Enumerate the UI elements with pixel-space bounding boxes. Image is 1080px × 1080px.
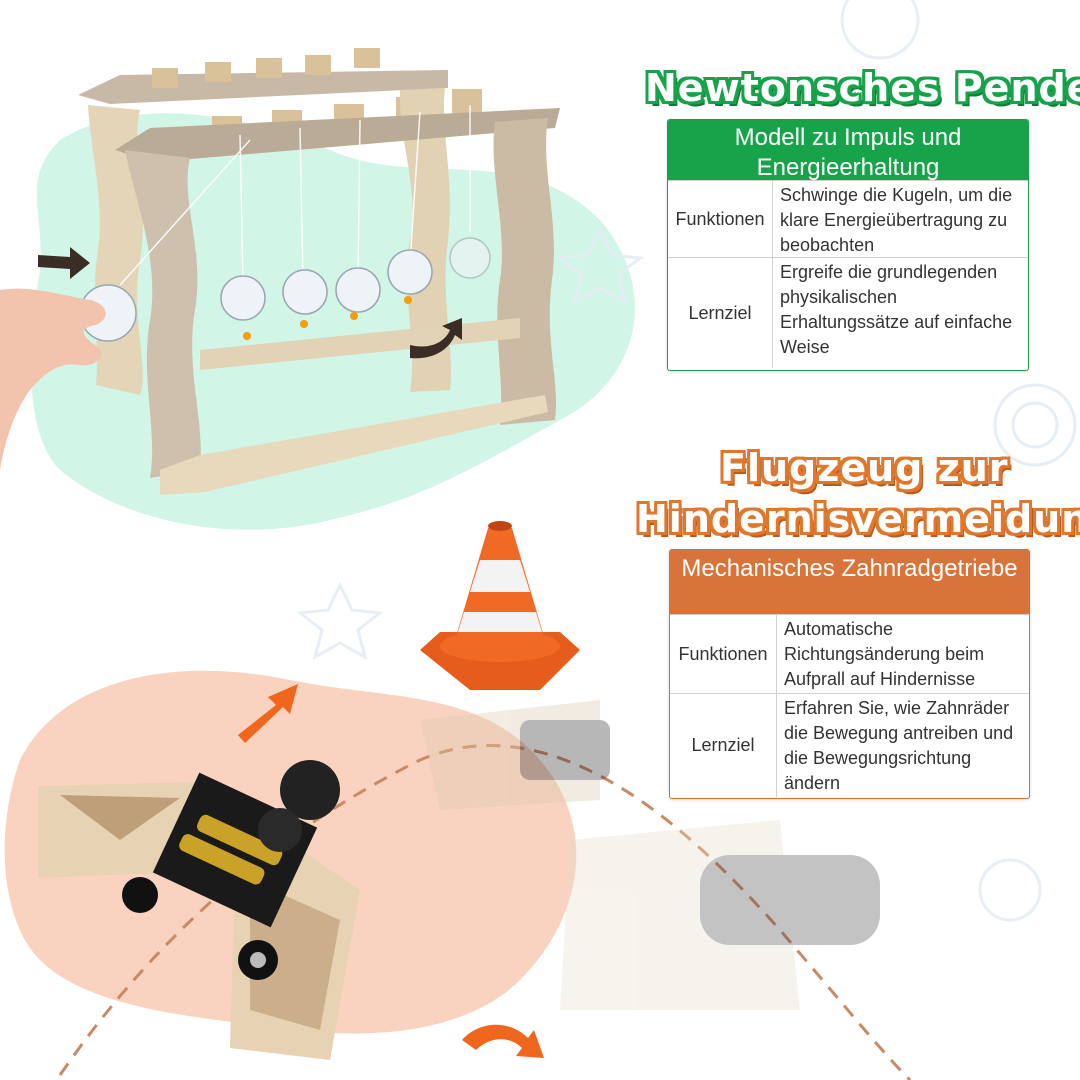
table-header: Mechanisches Zahnradgetriebe <box>670 550 1029 614</box>
arrow-up-right-icon <box>238 684 298 743</box>
arrow-curve-down-icon <box>462 1024 544 1058</box>
info-table-plane: Mechanisches Zahnradgetriebe Funktionen … <box>669 549 1030 799</box>
dashed-trajectory <box>58 744 912 1080</box>
row-label: Lernziel <box>670 694 777 797</box>
table-row: Lernziel Ergreife die grundlegenden phys… <box>668 257 1028 368</box>
row-label: Funktionen <box>668 181 773 257</box>
traffic-cone <box>420 521 580 690</box>
section-title-plane-line2: Hindernisvermeidung <box>636 497 1080 541</box>
hand <box>0 288 106 470</box>
newton-cradle <box>78 48 560 495</box>
table-row: Funktionen Schwinge die Kugeln, um die k… <box>668 180 1028 257</box>
section-title-plane-line1: Flugzeug zur <box>720 446 1009 490</box>
row-text: Schwinge die Kugeln, um die klare Energi… <box>780 185 1013 255</box>
table-row: Lernziel Erfahren Sie, wie Zahnräder die… <box>670 693 1029 797</box>
table-header: Modell zu Impuls und Energieerhaltung <box>668 120 1028 181</box>
table-row: Funktionen Automatische Richtungsänderun… <box>670 614 1029 693</box>
motion-blur-plane <box>420 700 880 1010</box>
bulb-decoration <box>978 858 1042 922</box>
row-label: Funktionen <box>670 615 777 693</box>
row-text: Erfahren Sie, wie Zahnräder die Bewegung… <box>784 698 1014 793</box>
row-label: Lernziel <box>668 258 773 368</box>
arrow-right-icon <box>38 247 90 279</box>
section-title-newton: Newtonsches Pendel <box>645 66 1080 110</box>
gear-decoration <box>993 383 1077 467</box>
arrow-curve-icon <box>410 318 462 359</box>
row-text: Ergreife die grundlegenden physikalische… <box>780 262 1013 357</box>
wooden-plane <box>38 760 360 1060</box>
row-text: Automatische Richtungsänderung beim Aufp… <box>784 619 985 689</box>
info-table-newton: Modell zu Impuls und Energieerhaltung Fu… <box>667 119 1029 371</box>
star-decoration <box>556 226 644 306</box>
